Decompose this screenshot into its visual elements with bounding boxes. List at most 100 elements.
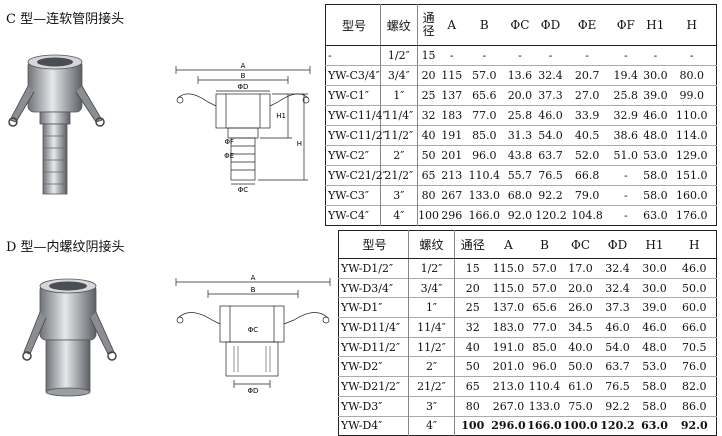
c-table-cell: 133.0 xyxy=(468,189,501,202)
d-table-cell: 32 xyxy=(465,320,480,334)
d-header-c: ΦC xyxy=(562,230,599,259)
c-header-f: ΦF xyxy=(608,4,644,46)
c-table-cell: 57.0 xyxy=(472,69,497,82)
c-table-cell: 51.0 xyxy=(613,149,639,162)
d-table-cell: 82.0 xyxy=(682,379,707,393)
c-table-cell: 15 xyxy=(421,49,436,62)
c-table-cell: 21/2″ xyxy=(380,165,418,186)
c-table-cell: YW-C3/4″ xyxy=(325,65,381,86)
d-table-cell: YW-D21/2″ xyxy=(338,376,409,397)
c-table-cell: 296 xyxy=(441,209,463,222)
c-table-cell: - xyxy=(585,49,589,62)
d-table-cell: 166.0 xyxy=(527,419,562,433)
d-table-cell: 20 xyxy=(465,281,480,295)
c-table-cell: 151.0 xyxy=(676,169,708,182)
c-table-header-row: 型号 螺纹 通径 A B ΦC ΦD ΦE ΦF H1 H xyxy=(325,4,717,46)
c-table-cell: 38.6 xyxy=(613,129,639,142)
d-table-cell: 50.0 xyxy=(568,360,593,374)
d-table-cell: 191.0 xyxy=(492,340,525,354)
d-table-cell: 63.0 xyxy=(641,419,668,433)
d-table-cell: 65.6 xyxy=(532,301,557,315)
d-table-cell: 32.4 xyxy=(605,281,630,295)
c-table-cell: - xyxy=(653,49,658,62)
c-table-cell: 37.3 xyxy=(538,89,563,102)
c-table-cell: 79.0 xyxy=(574,189,600,202)
c-table-cell: 191 xyxy=(441,129,463,142)
d-table-cell: 40 xyxy=(465,340,480,354)
c-drawing-label-a: A xyxy=(241,62,246,70)
c-table-cell: YW-C4″ xyxy=(325,205,381,226)
d-table-cell: 20.0 xyxy=(568,281,593,295)
c-table-cell: - xyxy=(482,49,487,62)
c-table-cell: 3″ xyxy=(380,185,418,206)
d-table-cell: 76.0 xyxy=(682,360,707,374)
c-table-cell: 99.0 xyxy=(679,89,705,102)
d-table-cell: 213.0 xyxy=(492,379,525,393)
d-table-cell: 58.0 xyxy=(642,379,667,393)
d-table-cell: 100 xyxy=(461,419,485,433)
c-table-cell: - xyxy=(623,49,628,62)
d-table-cell: YW-D4″ xyxy=(338,416,409,436)
d-table-cell: 48.0 xyxy=(642,340,667,354)
c-table-cell: 63.0 xyxy=(643,209,668,222)
d-table-cell: 37.3 xyxy=(605,301,630,315)
d-table-cell: 65 xyxy=(465,379,480,393)
d-table-cell: 96.0 xyxy=(532,360,557,374)
c-table-cell: 40.5 xyxy=(574,129,600,142)
c-table-cell: 63.7 xyxy=(538,149,563,162)
c-table-cell: 32 xyxy=(421,109,436,122)
c-table-cell: 66.8 xyxy=(574,169,600,182)
c-table-cell: - xyxy=(325,45,381,66)
c-table-cell: 80.0 xyxy=(679,69,705,82)
c-table-cell: 31.3 xyxy=(507,129,533,142)
c-header-model: 型号 xyxy=(325,4,381,46)
c-table-cell: 32.9 xyxy=(613,109,639,122)
c-table-cell: YW-C11/2″ xyxy=(325,125,387,146)
d-table-cell: YW-D11/4″ xyxy=(338,317,409,338)
d-table-cell: 120.2 xyxy=(600,419,635,433)
d-table-cell: 92.0 xyxy=(680,419,708,433)
d-type-title: D 型—内螺纹阴接头 xyxy=(6,240,125,255)
c-table-row: -1/2″15-------- xyxy=(325,45,717,66)
c-table-cell: 129.0 xyxy=(676,149,708,162)
c-drawing-label-h1: H1 xyxy=(276,112,286,120)
c-table-cell: YW-C1″ xyxy=(325,85,381,106)
c-table-cell: - xyxy=(548,49,553,62)
c-type-spec-table: 型号 螺纹 通径 A B ΦC ΦD ΦE ΦF H1 H -1/2″15---… xyxy=(325,4,717,226)
c-table-cell: 48.0 xyxy=(643,129,668,142)
c-table-cell: - xyxy=(449,49,454,62)
c-header-b: B xyxy=(463,4,505,46)
d-table-cell: 77.0 xyxy=(532,320,557,334)
d-table-cell: 70.5 xyxy=(682,340,707,354)
d-table-cell: 115.0 xyxy=(492,261,525,275)
c-table-cell: 80 xyxy=(421,189,436,202)
c-table-cell: 137 xyxy=(441,89,463,102)
d-table-header-row: 型号 螺纹 通径 A B ΦC ΦD H1 H xyxy=(338,230,717,259)
d-table-cell: 133.0 xyxy=(528,399,561,413)
d-table-cell: YW-D2″ xyxy=(338,356,409,377)
d-table-cell: YW-D3″ xyxy=(338,396,409,416)
c-table-cell: 40 xyxy=(421,129,436,142)
d-table-cell: 61.0 xyxy=(568,379,593,393)
c-drawing-label-c: ΦC xyxy=(238,186,249,194)
d-header-b: B xyxy=(526,230,563,259)
c-table-cell: 25.8 xyxy=(507,109,533,122)
c-table-cell: 77.0 xyxy=(472,109,497,122)
c-table-cell: 20 xyxy=(421,69,436,82)
d-table-cell: 137.0 xyxy=(492,301,525,315)
d-table-cell: 75.0 xyxy=(568,399,593,413)
d-table-cell: 11/2″ xyxy=(408,337,455,357)
c-header-thread: 螺纹 xyxy=(380,4,418,46)
c-table-cell: 183 xyxy=(441,109,463,122)
c-table-cell: 201 xyxy=(441,149,463,162)
